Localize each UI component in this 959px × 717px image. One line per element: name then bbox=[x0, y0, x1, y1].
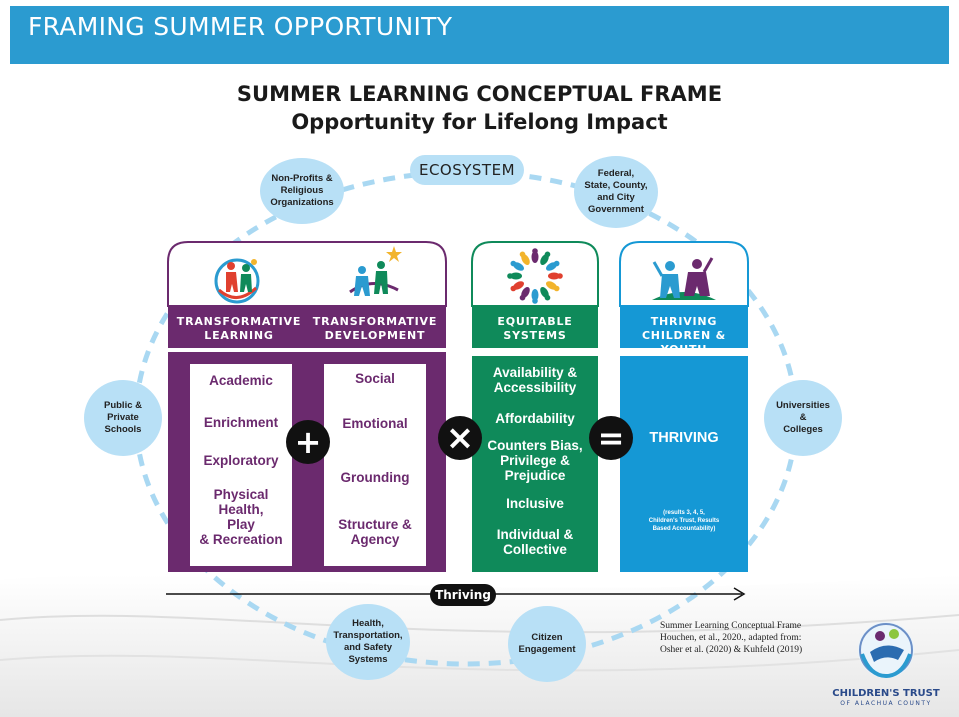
equitable-item: Inclusive bbox=[506, 496, 564, 511]
logo-name: CHILDREN'S TRUST bbox=[832, 688, 940, 699]
header-title: FRAMING SUMMER OPPORTUNITY bbox=[28, 12, 453, 41]
development-item: Structure & Agency bbox=[338, 517, 412, 548]
learning-item: Exploratory bbox=[203, 453, 279, 468]
ring-person-body bbox=[521, 254, 530, 265]
equitable-item: Individual & Collective bbox=[496, 527, 574, 558]
development-item: Grounding bbox=[340, 470, 410, 485]
bubble-universities: Universities & Colleges bbox=[764, 380, 842, 456]
development-item: Emotional bbox=[342, 416, 408, 431]
times-operator: × bbox=[438, 416, 482, 460]
thriving-arrow-head bbox=[733, 587, 746, 601]
equitable-item: Affordability bbox=[495, 411, 575, 426]
ring-person-body bbox=[548, 272, 560, 280]
heading-thriving-children: THRIVING CHILDREN & YOUTH bbox=[641, 315, 727, 356]
ring-person-body bbox=[540, 254, 549, 265]
learning-item: Enrichment bbox=[203, 415, 279, 430]
children-star-icon bbox=[349, 246, 402, 296]
ring-person-body bbox=[531, 289, 539, 301]
ring-person-body bbox=[546, 262, 557, 271]
plus-operator: + bbox=[286, 420, 330, 464]
bubble-nonprofits: Non-Profits & Religious Organizations bbox=[260, 158, 344, 224]
thriving-arrow-label: Thriving bbox=[430, 584, 496, 606]
ring-person-body bbox=[521, 287, 530, 298]
logo-subtitle: OF ALACHUA COUNTY bbox=[840, 700, 932, 707]
equitable-header-band bbox=[472, 306, 598, 348]
thriving-note: (results 3, 4, 5, Children's Trust, Resu… bbox=[648, 510, 720, 532]
ring-person-body bbox=[540, 287, 549, 298]
thriving-header-band bbox=[620, 306, 748, 348]
learning-items-panel bbox=[190, 364, 292, 566]
ring-person-body bbox=[513, 262, 524, 271]
equitable-item: Counters Bias, Privilege & Prejudice bbox=[487, 438, 583, 484]
ring-person-body bbox=[546, 281, 557, 290]
heading-equitable-systems: EQUITABLE SYSTEMS bbox=[497, 315, 573, 342]
header-bar bbox=[10, 6, 949, 64]
bubble-government: Federal, State, County, and City Governm… bbox=[574, 156, 658, 228]
bubble-citizen: Citizen Engagement bbox=[508, 606, 586, 682]
background-wave bbox=[0, 575, 959, 717]
heading-transformative-learning: TRANSFORMATIVE LEARNING bbox=[176, 315, 302, 342]
bubble-schools: Public & Private Schools bbox=[84, 380, 162, 456]
ring-person-body bbox=[513, 281, 524, 290]
childrens-trust-logo-icon bbox=[858, 622, 914, 679]
diagram-subtitle: Opportunity for Lifelong Impact bbox=[291, 110, 668, 134]
ecosystem-label: ECOSYSTEM bbox=[410, 155, 524, 185]
learning-item: Academic bbox=[209, 373, 273, 388]
learning-header-band bbox=[168, 306, 446, 348]
learning-item: Physical Health, Play & Recreation bbox=[199, 487, 283, 548]
equitable-header-box bbox=[471, 241, 599, 307]
thriving-body bbox=[620, 356, 748, 572]
equitable-item: Availability & Accessibility bbox=[492, 365, 578, 396]
citation-text: Summer Learning Conceptual Frame Houchen… bbox=[660, 621, 803, 656]
ring-person-body bbox=[510, 272, 522, 280]
thriving-main-label: THRIVING bbox=[649, 430, 719, 446]
two-children-icon bbox=[652, 257, 716, 300]
ring-person-body bbox=[531, 251, 539, 263]
bubble-health: Health, Transportation, and Safety Syste… bbox=[326, 604, 410, 680]
thriving-header-box bbox=[619, 241, 749, 307]
equitable-body bbox=[472, 356, 598, 572]
children-circle-icon bbox=[214, 258, 260, 304]
learning-header-box bbox=[167, 241, 447, 307]
heading-transformative-development: TRANSFORMATIVE DEVELOPMENT bbox=[312, 315, 438, 342]
ring-of-people-icon bbox=[507, 248, 563, 304]
equals-operator: = bbox=[589, 416, 633, 460]
development-items-panel bbox=[324, 364, 426, 566]
diagram-title: SUMMER LEARNING CONCEPTUAL FRAME bbox=[236, 82, 723, 106]
development-item: Social bbox=[355, 371, 395, 386]
